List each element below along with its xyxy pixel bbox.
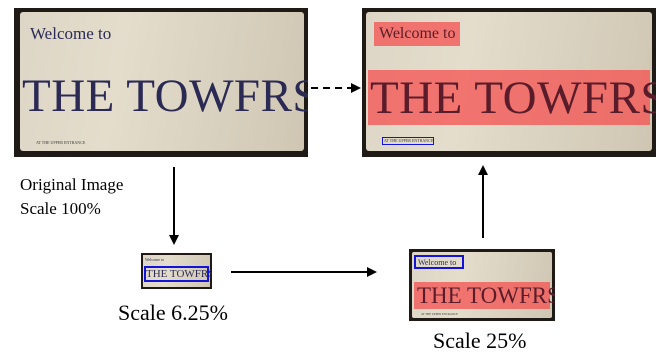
sign-title-text: THE TOWFRS: [370, 72, 656, 124]
original-image-caption-line1: Original Image: [20, 175, 124, 194]
sign-fine-print: AT THE UPPER ENTRANCE: [384, 138, 434, 143]
sign-welcome-text: Welcome to: [30, 24, 112, 43]
scale-6-25-image-panel: Welcome to THE TOWFRS: [141, 253, 212, 289]
sign-background: [20, 12, 304, 151]
welcome-text-highlight: [374, 22, 460, 46]
sign-welcome-text: Welcome to: [379, 25, 456, 42]
scale-25-image-panel: Welcome to THE TOWFRS AT THE UPPER ENTRA…: [409, 249, 555, 321]
scale-25-caption: Scale 25%: [433, 328, 527, 353]
sign-title-text: THE TOWFRS: [146, 268, 212, 280]
welcome-detection-box: [414, 255, 464, 269]
fine-print-detection-box: [382, 137, 434, 145]
original-image-panel: Welcome to THE TOWFRS AT THE UPPER ENTRA…: [14, 8, 308, 157]
sign-fine-print: AT THE UPPER ENTRANCE: [421, 312, 458, 316]
result-image-panel: Welcome to THE TOWFRS AT THE UPPER ENTRA…: [362, 8, 656, 157]
title-text-highlight: [368, 70, 650, 125]
sign-welcome-text: Welcome to: [145, 257, 165, 262]
sign-fine-print: AT THE UPPER ENTRANCE: [36, 140, 86, 145]
title-text-highlight: [414, 282, 550, 309]
sign-title-text: THE TOWFRS: [22, 70, 308, 122]
sign-title-text: THE TOWFRS: [417, 283, 555, 308]
original-image-caption-line2: Scale 100%: [20, 199, 101, 218]
sign-welcome-text: Welcome to: [418, 258, 457, 267]
title-detection-box: [144, 266, 209, 282]
scale-6-25-caption: Scale 6.25%: [118, 300, 228, 325]
